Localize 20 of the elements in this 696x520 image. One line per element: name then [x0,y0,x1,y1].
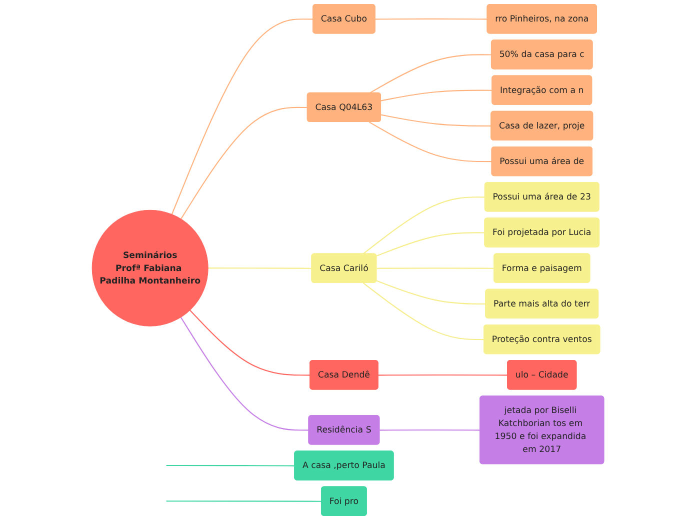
connector [190,310,310,376]
connector [166,464,295,466]
connector [362,282,484,340]
connector [370,54,492,94]
connector [378,374,508,376]
connector [171,18,314,215]
connector [166,500,322,502]
connector [380,90,492,102]
node-circle: Seminários Profª Fabiana Padilha Montanheiro [92,210,208,326]
connector [376,280,486,304]
connector [375,18,488,20]
connector [362,196,485,254]
connector [380,114,492,126]
connector [208,268,312,269]
connector [180,106,308,220]
connector [376,232,485,256]
connector [380,429,480,431]
connector [180,316,309,431]
connector [368,122,492,162]
connector [376,268,494,269]
